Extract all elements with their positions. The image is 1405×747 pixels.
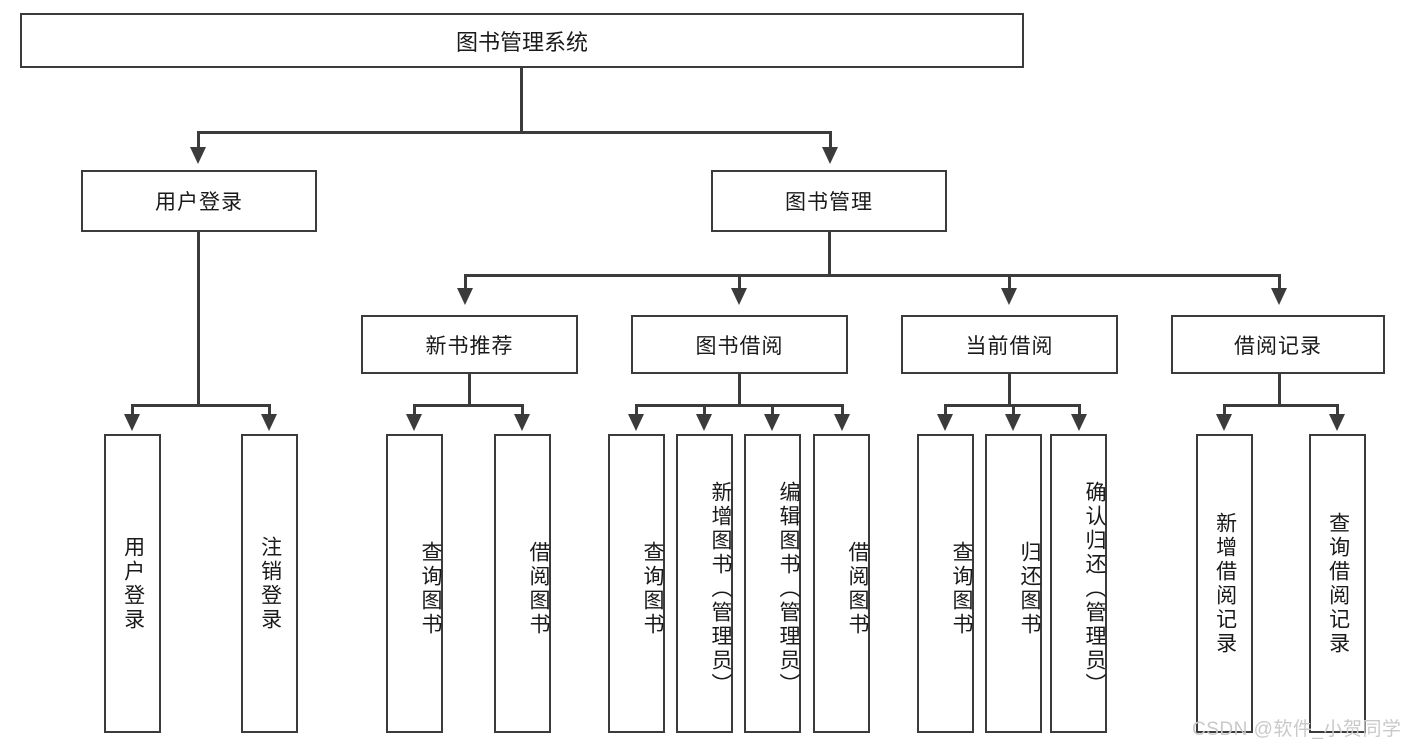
edge-userlogin-down xyxy=(197,232,200,406)
edge-borrowrecord-to-leaf2 xyxy=(1336,404,1339,416)
edge-currentborrow-to-leaf3 xyxy=(1078,404,1081,416)
leaf-currentborrow-return-book[interactable]: 归还图书 xyxy=(985,434,1042,733)
arrow-bookmgmt-to-record xyxy=(1271,288,1287,305)
edge-userlogin-bus xyxy=(131,404,270,407)
node-user-login[interactable]: 用户登录 xyxy=(81,170,317,232)
arrow-currentborrow-to-leaf2 xyxy=(1005,414,1021,431)
edge-currentborrow-down xyxy=(1008,374,1011,406)
leaf-newbook-query-book[interactable]: 查询图书 xyxy=(386,434,443,733)
arrow-root-to-book-management xyxy=(822,147,838,164)
leaf-bookborrow-query-book[interactable]: 查询图书 xyxy=(608,434,665,733)
edge-newbook-down xyxy=(468,374,471,406)
edge-bookborrow-to-leaf1 xyxy=(635,404,638,416)
edge-bookmgmt-to-borrow xyxy=(738,274,741,290)
leaf-bookborrow-add-book-admin[interactable]: 新增图书（管理员） xyxy=(676,434,733,733)
edge-borrowrecord-to-leaf1 xyxy=(1223,404,1226,416)
edge-root-to-user-login xyxy=(197,131,200,149)
edge-bookmgmt-to-current xyxy=(1008,274,1011,290)
arrow-bookmgmt-to-newbook xyxy=(457,288,473,305)
arrow-bookborrow-to-leaf1 xyxy=(628,414,644,431)
node-root-book-management-system[interactable]: 图书管理系统 xyxy=(20,13,1024,68)
arrow-bookmgmt-to-current xyxy=(1001,288,1017,305)
edge-currentborrow-to-leaf2 xyxy=(1012,404,1015,416)
leaf-newbook-borrow-book[interactable]: 借阅图书 xyxy=(494,434,551,733)
edge-root-down xyxy=(520,68,523,133)
edge-bookborrow-down xyxy=(738,374,741,406)
leaf-user-login-signin[interactable]: 用户登录 xyxy=(104,434,161,733)
node-book-borrow[interactable]: 图书借阅 xyxy=(631,315,848,374)
arrow-currentborrow-to-leaf1 xyxy=(937,414,953,431)
edge-newbook-to-leaf2 xyxy=(521,404,524,416)
edge-currentborrow-to-leaf1 xyxy=(944,404,947,416)
node-book-management[interactable]: 图书管理 xyxy=(711,170,947,232)
edge-userlogin-to-leaf1 xyxy=(131,404,134,416)
node-borrow-record[interactable]: 借阅记录 xyxy=(1171,315,1385,374)
edge-root-bus xyxy=(197,131,832,134)
edge-bookborrow-to-leaf2 xyxy=(703,404,706,416)
watermark-csdn: CSDN @软件_小贺同学 xyxy=(1192,719,1402,740)
edge-borrowrecord-down xyxy=(1278,374,1281,406)
arrow-borrowrecord-to-leaf2 xyxy=(1329,414,1345,431)
edge-bookborrow-to-leaf3 xyxy=(771,404,774,416)
node-new-book-recommend[interactable]: 新书推荐 xyxy=(361,315,578,374)
arrow-userlogin-to-leaf2 xyxy=(261,414,277,431)
arrow-bookborrow-to-leaf3 xyxy=(764,414,780,431)
edge-newbook-to-leaf1 xyxy=(413,404,416,416)
leaf-user-login-signout[interactable]: 注销登录 xyxy=(241,434,298,733)
leaf-bookborrow-edit-book-admin[interactable]: 编辑图书（管理员） xyxy=(744,434,801,733)
edge-bookborrow-to-leaf4 xyxy=(841,404,844,416)
edge-newbook-bus xyxy=(413,404,523,407)
arrow-bookborrow-to-leaf2 xyxy=(696,414,712,431)
arrow-currentborrow-to-leaf3 xyxy=(1071,414,1087,431)
arrow-borrowrecord-to-leaf1 xyxy=(1216,414,1232,431)
leaf-borrowrecord-add-record[interactable]: 新增借阅记录 xyxy=(1196,434,1253,733)
leaf-currentborrow-query-book[interactable]: 查询图书 xyxy=(917,434,974,733)
arrow-newbook-to-leaf1 xyxy=(406,414,422,431)
edge-root-to-book-management xyxy=(829,131,832,149)
node-current-borrow[interactable]: 当前借阅 xyxy=(901,315,1118,374)
arrow-bookmgmt-to-borrow xyxy=(731,288,747,305)
arrow-root-to-user-login xyxy=(190,147,206,164)
leaf-borrowrecord-query-record[interactable]: 查询借阅记录 xyxy=(1309,434,1366,733)
leaf-currentborrow-confirm-return-admin[interactable]: 确认归还（管理员） xyxy=(1050,434,1107,733)
arrow-userlogin-to-leaf1 xyxy=(124,414,140,431)
edge-borrowrecord-bus xyxy=(1223,404,1338,407)
leaf-bookborrow-borrow-book[interactable]: 借阅图书 xyxy=(813,434,870,733)
edge-bookmgmt-to-newbook xyxy=(464,274,467,290)
edge-userlogin-to-leaf2 xyxy=(268,404,271,416)
edge-bookmgmt-bus xyxy=(464,274,1281,277)
edge-bookborrow-bus xyxy=(635,404,843,407)
edge-bookmgmt-down xyxy=(828,232,831,276)
arrow-bookborrow-to-leaf4 xyxy=(834,414,850,431)
arrow-newbook-to-leaf2 xyxy=(514,414,530,431)
edge-bookmgmt-to-record xyxy=(1278,274,1281,290)
